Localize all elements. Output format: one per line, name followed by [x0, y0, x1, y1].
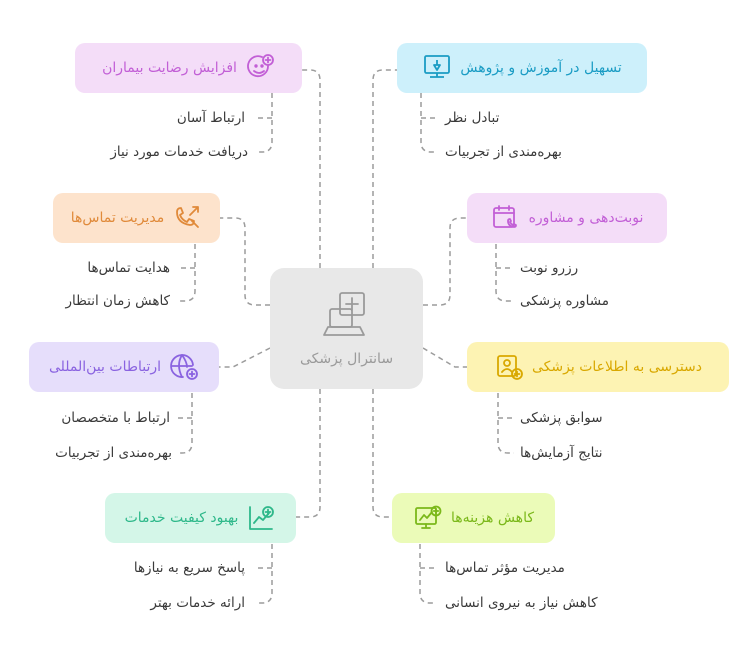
node-label: کاهش هزینه‌ها	[451, 510, 534, 526]
phone-arrows-icon	[172, 203, 202, 233]
node-label: تسهیل در آموزش و پژوهش	[460, 60, 622, 76]
node-medical-info-access: دسترسی به اطلاعات پزشکی	[467, 342, 729, 392]
leaf: پاسخ سریع به نیازها	[133, 560, 245, 576]
node-label: افزایش رضایت بیماران	[102, 60, 237, 76]
teaching-board-icon	[422, 53, 452, 83]
node-cost-reduction: کاهش هزینه‌ها	[392, 493, 555, 543]
computer-medical-icon	[322, 291, 365, 336]
leaf: رزرو نوبت	[520, 260, 579, 276]
smile-plus-icon	[245, 53, 275, 83]
leaf: کاهش زمان انتظار	[65, 293, 170, 309]
screen-chart-icon	[413, 503, 443, 533]
globe-plus-icon	[169, 352, 199, 382]
leaf: ارتباط آسان	[176, 110, 245, 126]
leaf: بهره‌مندی از تجربیات	[55, 445, 172, 461]
node-label: نوبت‌دهی و مشاوره	[528, 210, 644, 226]
leaf: مشاوره پزشکی	[520, 293, 610, 309]
leaf: مدیریت مؤثر تماس‌ها	[445, 560, 565, 576]
center-label: سانترال پزشکی	[299, 350, 394, 367]
node-call-management: مدیریت تماس‌ها	[53, 193, 220, 243]
node-label: ارتباطات بین‌المللی	[48, 359, 162, 375]
chart-plus-icon	[246, 503, 276, 533]
node-label: بهبود کیفیت خدمات	[124, 510, 239, 526]
leaf: بهره‌مندی از تجربیات	[445, 144, 562, 160]
node-service-quality: بهبود کیفیت خدمات	[105, 493, 296, 543]
leaf: کاهش نیاز به نیروی انسانی	[445, 595, 598, 611]
leaf: تبادل نظر	[445, 110, 500, 126]
node-label: دسترسی به اطلاعات پزشکی	[532, 359, 703, 375]
node-education-research: تسهیل در آموزش و پژوهش	[397, 43, 647, 93]
node-patient-satisfaction: افزایش رضایت بیماران	[75, 43, 302, 93]
calendar-phone-icon	[491, 203, 521, 233]
node-international-relations: ارتباطات بین‌المللی	[29, 342, 219, 392]
node-label: مدیریت تماس‌ها	[70, 210, 165, 226]
node-appointment-consulting: نوبت‌دهی و مشاوره	[467, 193, 667, 243]
patient-card-icon	[494, 352, 524, 382]
leaf: هدایت تماس‌ها	[87, 260, 170, 276]
leaf: نتایج آزمایش‌ها	[520, 445, 603, 461]
leaf: دریافت خدمات مورد نیاز	[110, 144, 248, 160]
center-node: سانترال پزشکی	[270, 268, 423, 389]
leaf: سوابق پزشکی	[520, 410, 603, 426]
leaf: ارائه خدمات بهتر	[150, 595, 245, 611]
leaf: ارتباط با متخصصان	[61, 410, 170, 426]
